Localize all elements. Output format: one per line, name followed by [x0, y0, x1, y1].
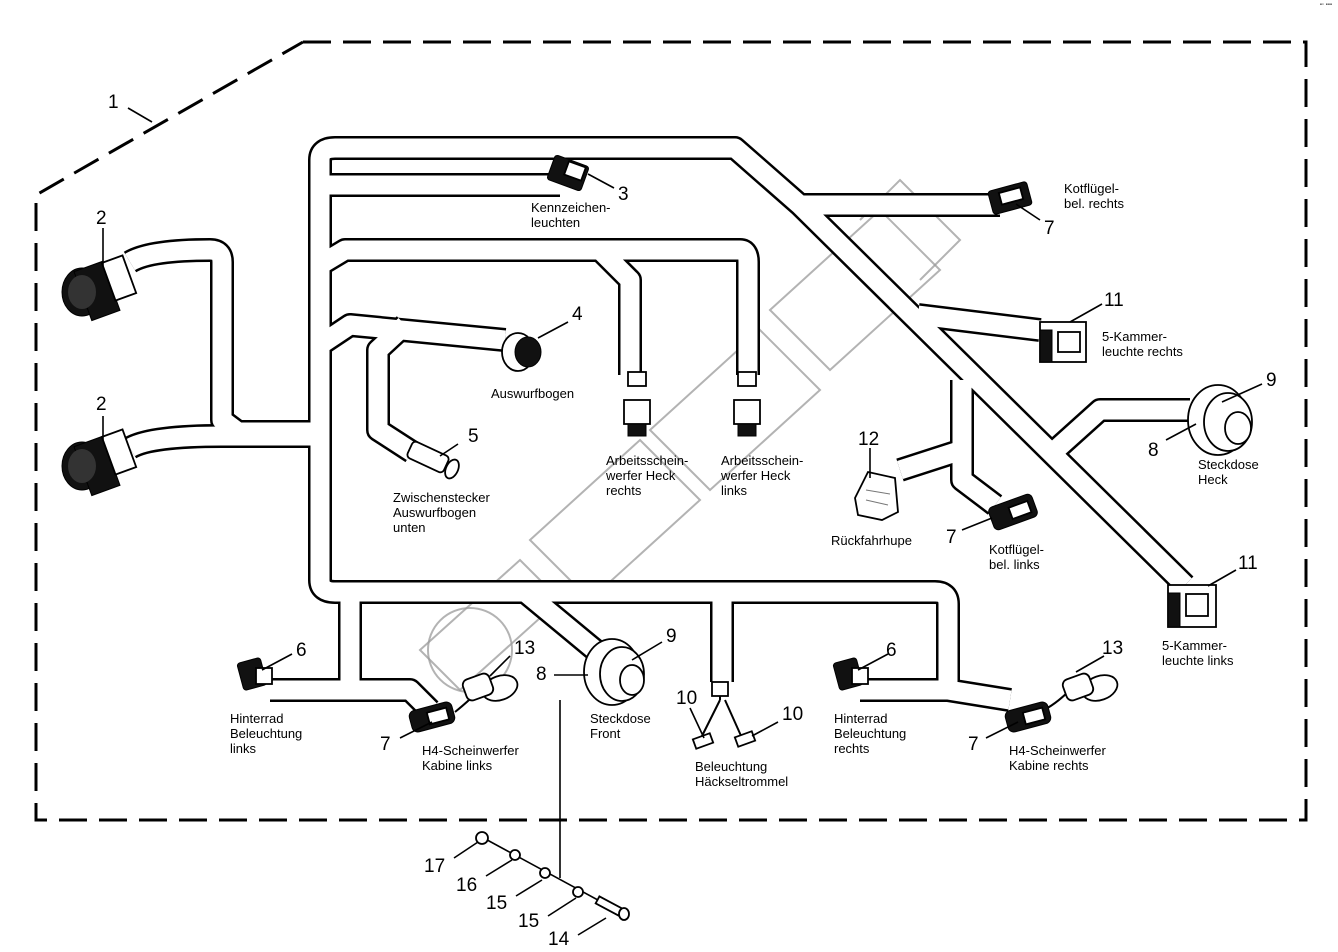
harness-branch: [952, 450, 1001, 513]
harness-branch: [125, 426, 320, 457]
harness-branch: [310, 138, 1192, 592]
label-fender-left: Kotflügel-bel. links: [989, 542, 1044, 572]
tail-light-right-connector[interactable]: [1039, 321, 1087, 363]
leader-lines: [102, 107, 1263, 936]
callout-8-rear: 8: [1148, 440, 1159, 461]
callout-6-right: 6: [886, 640, 897, 661]
reverse-horn-connector[interactable]: [854, 470, 899, 521]
callout-3: 3: [618, 184, 629, 205]
wiring-harness: [123, 136, 1194, 719]
callout-4: 4: [572, 304, 583, 325]
discharge-chute-connector[interactable]: [501, 332, 542, 372]
h4-headlight-right-connector[interactable]: [1004, 701, 1052, 734]
label-fender-right: Kotflügel-bel. rechts: [1064, 181, 1124, 211]
harness-branch: [368, 318, 418, 460]
work-light-rear-right-connector[interactable]: [623, 371, 651, 437]
callout-7-fender-right: 7: [1044, 218, 1055, 239]
front-socket[interactable]: [583, 638, 645, 706]
harness-branch-outline: [270, 592, 362, 702]
callout-14: 14: [548, 929, 570, 950]
harness-branch: [350, 680, 437, 717]
callout-12: 12: [858, 429, 879, 450]
label-tail-light-right: 5-Kammer-leuchte rechts: [1102, 329, 1183, 359]
corner-mark: ▪▫ ▪▪▪: [1319, 2, 1332, 8]
callout-9-rear: 9: [1266, 370, 1277, 391]
callout-numbers: 1 2 2 3 4 5 6 6 7 7 7 7 8 8 9 9 10 10 11…: [96, 92, 1277, 950]
callout-17: 17: [424, 856, 445, 877]
label-tail-light-left: 5-Kammer-leuchte links: [1162, 638, 1234, 668]
callout-1: 1: [108, 92, 119, 113]
callout-9-front: 9: [666, 626, 677, 647]
callout-2a: 2: [96, 208, 107, 229]
harness-branch: [518, 584, 602, 658]
h4-headlight-left-connector[interactable]: [408, 701, 456, 734]
work-light-rear-left-connector[interactable]: [733, 371, 761, 437]
rear-socket[interactable]: [1187, 384, 1253, 456]
harness-branch: [1043, 400, 1190, 463]
round-connector-bottom[interactable]: [61, 428, 138, 497]
harness-branch: [310, 432, 1012, 710]
rear-wheel-light-left-connector[interactable]: [236, 657, 273, 691]
label-discharge-chute: Auswurfbogen: [491, 386, 574, 401]
fender-light-left-connector[interactable]: [987, 493, 1038, 531]
harness-branch: [125, 240, 320, 442]
callout-11-left: 11: [1238, 553, 1258, 574]
part-labels: Kennzeichen-leuchten Auswurfbogen Zwisch…: [230, 181, 1259, 789]
license-plate-connector[interactable]: [546, 154, 590, 192]
callout-16: 16: [456, 875, 477, 896]
assembly-border: [34, 40, 1308, 822]
round-connector-top[interactable]: [61, 254, 138, 322]
callout-15a: 15: [486, 893, 507, 914]
intermediate-connector[interactable]: [406, 440, 462, 480]
tail-light-left-connector[interactable]: [1167, 584, 1217, 628]
callout-8-front: 8: [536, 664, 547, 685]
mounting-hardware[interactable]: [475, 700, 630, 921]
chopper-drum-light-connectors[interactable]: [691, 681, 757, 750]
harness-branch: [600, 240, 758, 375]
callout-10b: 10: [782, 704, 803, 725]
callout-15b: 15: [518, 911, 539, 932]
harness-branch: [314, 315, 506, 353]
callout-7-fender-left: 7: [946, 527, 957, 548]
callout-6-left: 6: [296, 640, 307, 661]
callout-7-h4-right: 7: [968, 734, 979, 755]
harness-branch: [916, 305, 1042, 340]
callout-11-right: 11: [1104, 290, 1124, 311]
callout-10a: 10: [676, 688, 697, 709]
fender-light-right-connector[interactable]: [987, 181, 1033, 215]
callout-7-h4-left: 7: [380, 734, 391, 755]
callout-13-left: 13: [514, 638, 535, 659]
rear-wheel-light-right-connector[interactable]: [832, 657, 869, 691]
h4-bulb-left[interactable]: [461, 671, 521, 706]
callout-13-right: 13: [1102, 638, 1123, 659]
label-reverse-horn: Rückfahrhupe: [831, 533, 912, 548]
callout-5: 5: [468, 426, 479, 447]
label-license-plate: Kennzeichen-leuchten: [531, 200, 611, 230]
callout-2b: 2: [96, 394, 107, 415]
h4-bulb-right[interactable]: [1061, 671, 1121, 706]
